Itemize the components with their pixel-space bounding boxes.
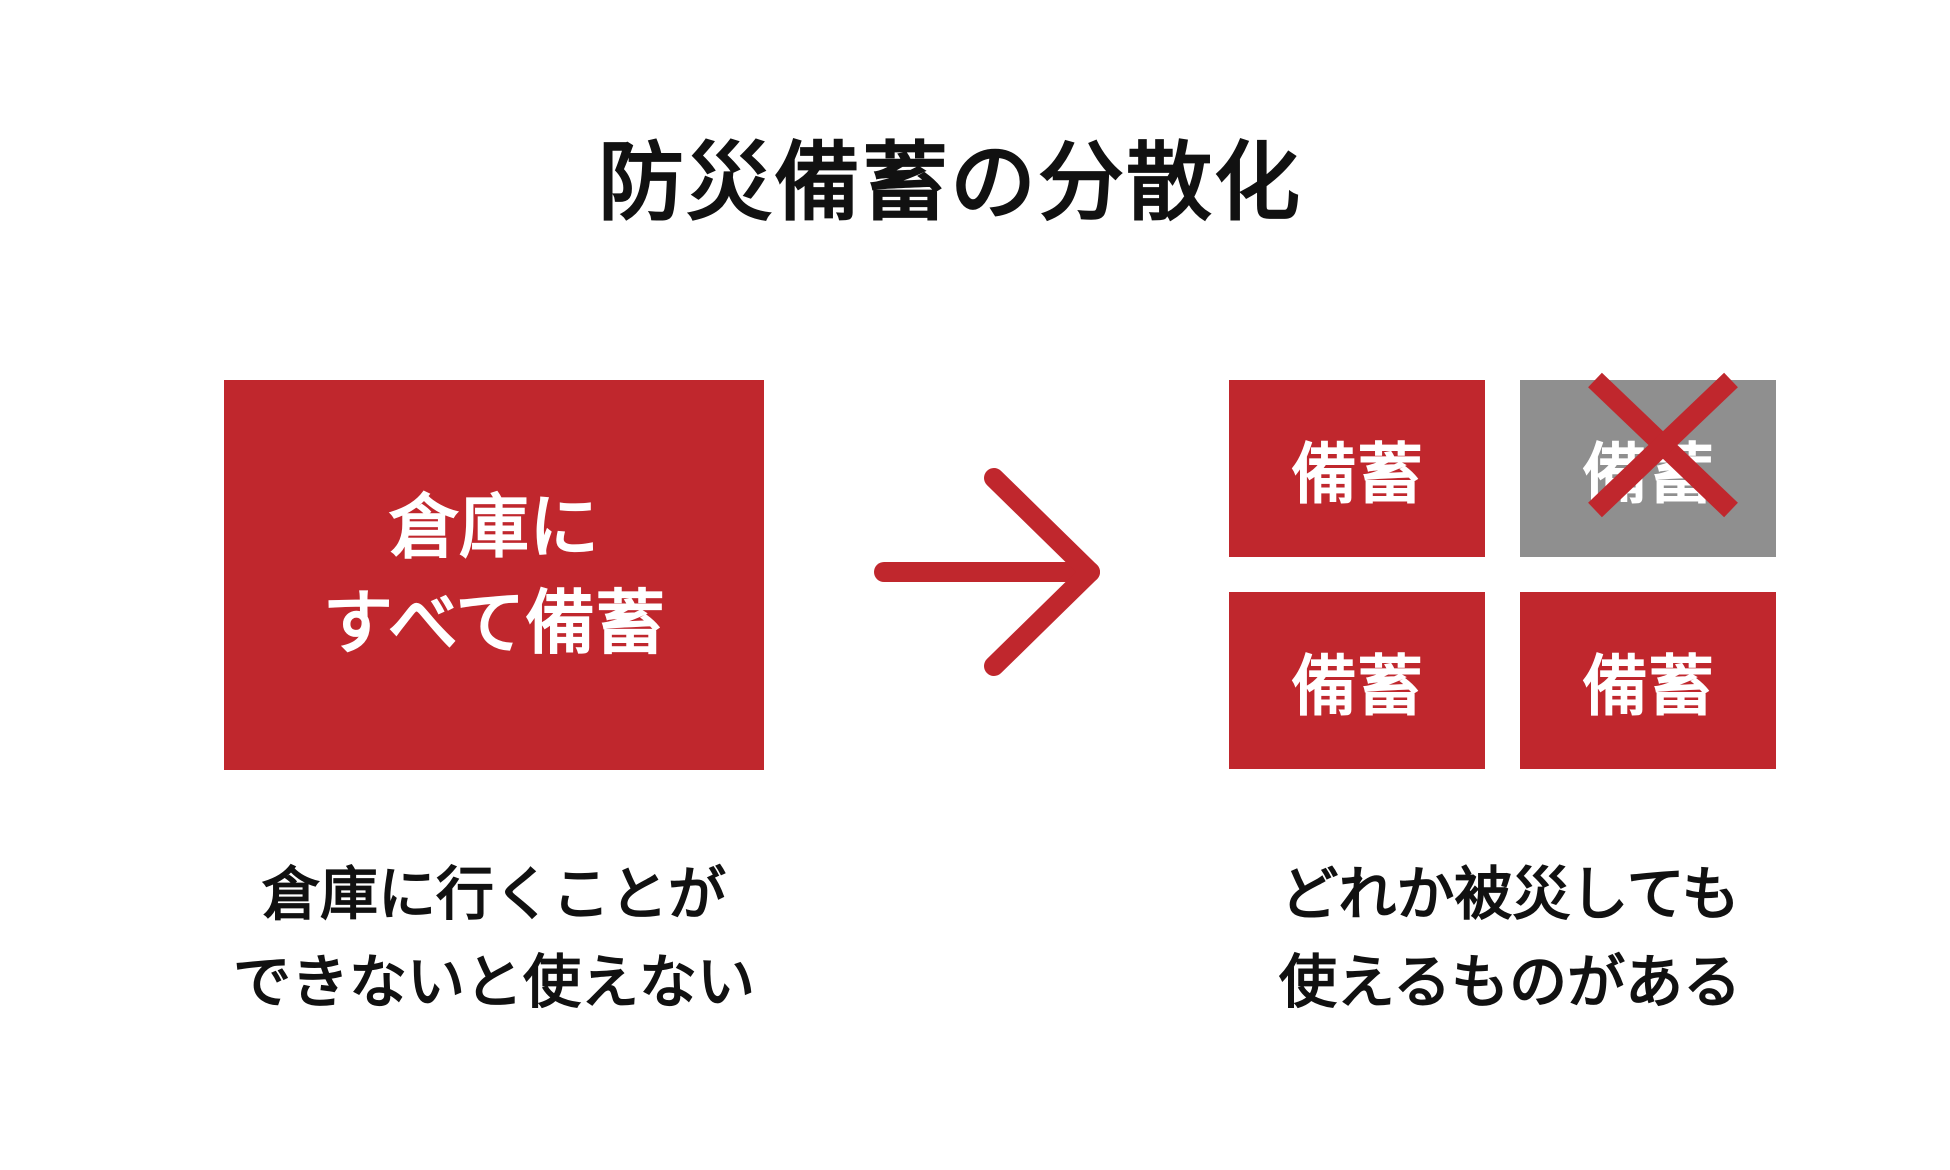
page-title: 防災備蓄の分散化	[598, 133, 1302, 233]
stockpile-cell-3-label: 備蓄	[1291, 647, 1423, 725]
cross-icon	[1588, 372, 1738, 518]
warehouse-box: 倉庫に すべて備蓄	[224, 380, 764, 770]
stockpile-cell-4: 備蓄	[1520, 592, 1776, 769]
left-caption-line2: できないと使えない	[232, 948, 755, 1016]
warehouse-box-line1: 倉庫に	[389, 486, 599, 568]
right-caption-line1: どれか被災しても	[1280, 860, 1740, 928]
warehouse-box-line2: すべて備蓄	[322, 582, 666, 664]
stockpile-cell-1: 備蓄	[1229, 380, 1485, 557]
left-caption-line1: 倉庫に行くことが	[261, 860, 726, 928]
arrow-right-icon	[874, 468, 1100, 676]
left-caption: 倉庫に行くことが できないと使えない	[204, 850, 784, 1026]
right-caption-line2: 使えるものがある	[1278, 948, 1742, 1016]
stockpile-cell-1-label: 備蓄	[1291, 435, 1423, 513]
right-caption: どれか被災しても 使えるものがある	[1220, 850, 1800, 1026]
stockpile-cell-3: 備蓄	[1229, 592, 1485, 769]
stockpile-cell-4-label: 備蓄	[1582, 647, 1714, 725]
